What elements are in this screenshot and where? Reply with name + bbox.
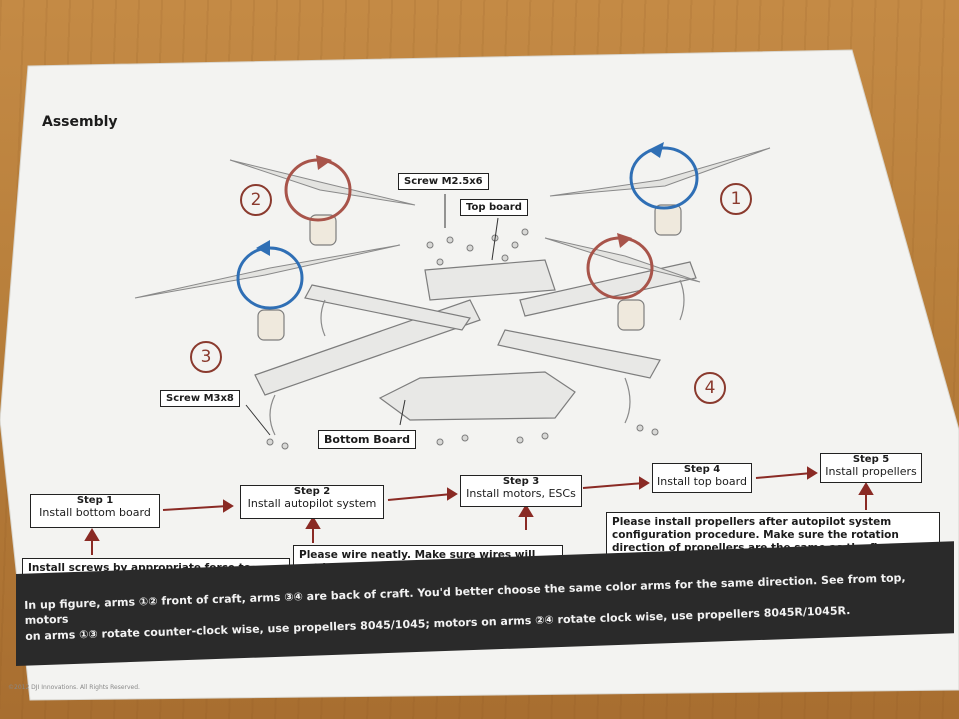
step-3-desc: Install motors, ESCs [466, 487, 576, 500]
motor-3 [257, 309, 285, 341]
copyright: ©2012 DJI Innovations. All Rights Reserv… [8, 684, 140, 691]
motor-4 [617, 299, 645, 331]
motor-2 [309, 214, 337, 246]
top-board-label: Top board [460, 199, 528, 216]
step-3-box: Step 3 Install motors, ESCs [460, 475, 582, 507]
arm-4 [497, 329, 661, 379]
screw-m3-label: Screw M3x8 [160, 390, 240, 407]
step-3-title: Step 3 [502, 476, 540, 487]
screw-m2-5-label: Screw M2.5x6 [398, 173, 489, 190]
arm-number-4: 4 [694, 372, 726, 404]
arm-2 [304, 284, 471, 331]
step-4-title: Step 4 [683, 464, 721, 475]
step-1-desc: Install bottom board [39, 506, 151, 519]
step-5-title: Step 5 [852, 454, 890, 465]
arm-3 [254, 299, 481, 396]
motor-1 [654, 204, 682, 236]
step-5-box: Step 5 Install propellers [820, 453, 922, 483]
page-title: Assembly [42, 114, 118, 130]
step-2-box: Step 2 Install autopilot system [240, 485, 384, 519]
arm-number-3: 3 [190, 341, 222, 373]
ccw-arrow-1 [629, 146, 699, 210]
top-board [424, 259, 556, 301]
bottom-board-label: Bottom Board [318, 430, 416, 449]
propeller-1 [549, 147, 771, 197]
step-1-title: Step 1 [76, 495, 114, 506]
arm-number-1: 1 [720, 183, 752, 215]
bottom-board [378, 371, 576, 421]
step-2-title: Step 2 [293, 486, 331, 497]
step-4-box: Step 4 Install top board [652, 463, 752, 493]
propeller-4 [544, 237, 701, 283]
step-4-desc: Install top board [657, 475, 747, 488]
step-2-desc: Install autopilot system [247, 497, 377, 510]
step-5-desc: Install propellers [825, 465, 917, 478]
arm-number-2: 2 [240, 184, 272, 216]
step-1-box: Step 1 Install bottom board [30, 494, 160, 528]
propeller-3 [134, 244, 401, 299]
